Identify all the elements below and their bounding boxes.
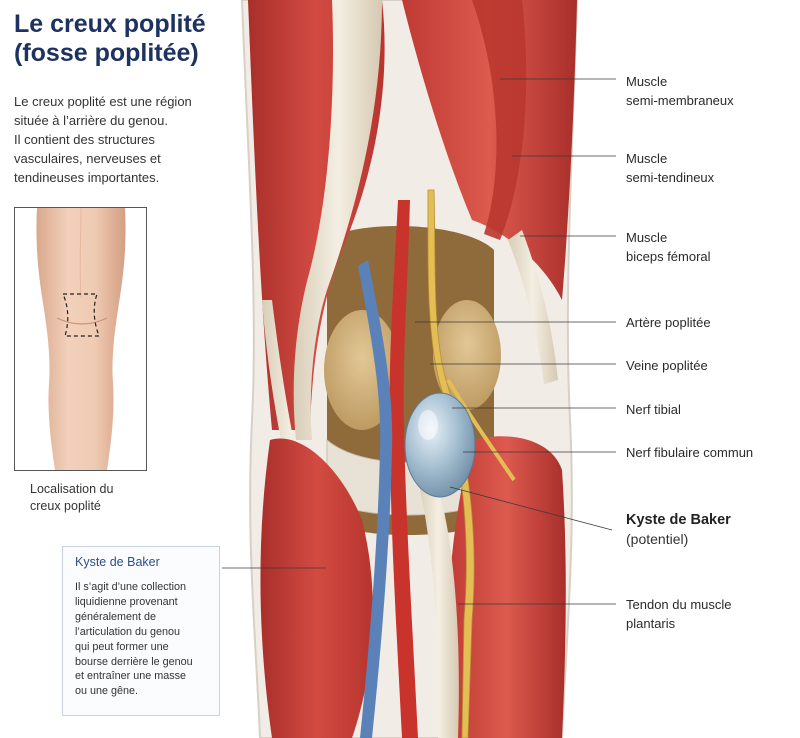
info-line: Il s’agit d’une collection xyxy=(75,581,187,593)
label-line: Muscle xyxy=(626,151,668,166)
label-line: biceps fémoral xyxy=(626,249,711,264)
info-line: généralement de xyxy=(75,610,157,623)
common-fibular-nerve xyxy=(446,378,516,482)
info-line: l’articulation du genou xyxy=(75,625,181,638)
caption-line: creux poplité xyxy=(30,499,101,513)
info-box-body: Il s’agit d’une collection liquidienne p… xyxy=(75,580,209,699)
leg-silhouette xyxy=(36,208,126,470)
intro-text: Le creux poplité est une région située à… xyxy=(14,92,229,187)
intro-line: tendineuses importantes. xyxy=(14,170,160,185)
label-veine-poplitee: Veine poplitée xyxy=(626,356,708,375)
gastrocnemius-medial-head xyxy=(260,438,373,738)
label-artere-poplitee: Artère poplitée xyxy=(626,313,711,332)
label-line: semi-tendineux xyxy=(626,170,715,185)
label-semi-tendineux: Muscle semi-tendineux xyxy=(626,149,714,187)
label-line: (potentiel) xyxy=(626,531,689,547)
label-line: Muscle xyxy=(626,230,668,245)
info-box-title: Kyste de Baker xyxy=(75,555,160,569)
knee-location-inset xyxy=(14,207,147,471)
info-line: et entraîner une masse xyxy=(75,670,187,683)
label-line: Kyste de Baker xyxy=(626,512,731,528)
caption-line: Localisation du xyxy=(30,482,114,496)
label-kyste-baker: Kyste de Baker (potentiel) xyxy=(626,511,731,549)
title-line-2: (fosse poplitée) xyxy=(14,39,199,67)
label-tendon-plantaris: Tendon du muscle plantaris xyxy=(626,595,732,633)
intro-line: Il contient des structures xyxy=(14,132,155,147)
label-line: semi-membraneux xyxy=(626,93,734,108)
popliteal-vein xyxy=(358,260,393,738)
popliteal-outline xyxy=(62,293,100,337)
label-line: Tendon du muscle xyxy=(626,597,732,612)
label-line: Veine poplitée xyxy=(626,358,708,373)
label-nerf-tibial: Nerf tibial xyxy=(626,400,681,419)
knee-crease xyxy=(56,317,108,325)
intro-line: située à l’arrière du genou. xyxy=(14,113,168,128)
thigh-line xyxy=(79,208,82,299)
plantaris-muscle xyxy=(418,470,459,738)
popliteal-fossa-illustration xyxy=(240,0,579,738)
title-line-1: Le creux poplité xyxy=(14,10,206,38)
semimembranosus-right-band xyxy=(472,0,527,240)
label-line: plantaris xyxy=(626,616,676,631)
cyst-highlight xyxy=(418,410,438,440)
baker-cyst xyxy=(404,392,476,498)
biceps-femoris-tendon xyxy=(508,230,558,384)
gracilis-tendon xyxy=(262,300,322,565)
label-line: Nerf tibial xyxy=(626,402,681,417)
inset-caption: Localisation du creux poplité xyxy=(30,481,170,515)
info-line: bourse derrière le genou xyxy=(75,655,193,668)
knee-back-illustration xyxy=(36,208,126,470)
label-line: Artère poplitée xyxy=(626,315,711,330)
label-line: Muscle xyxy=(626,74,668,89)
info-line: qui peut former une xyxy=(75,640,169,653)
intro-line: Le creux poplité est une région xyxy=(14,94,192,109)
label-semi-membraneux: Muscle semi-membraneux xyxy=(626,72,734,110)
label-nerf-fibulaire: Nerf fibulaire commun xyxy=(626,443,753,462)
info-line: ou une gêne. xyxy=(75,685,139,698)
info-line: liquidienne provenant xyxy=(75,595,178,608)
label-line: Nerf fibulaire commun xyxy=(626,445,754,460)
page-title: Le creux poplité (fosse poplitée) xyxy=(14,10,234,68)
baker-cyst-info-box: Kyste de Baker Il s’agit d’une collectio… xyxy=(62,546,220,716)
biceps-femoris-muscle xyxy=(402,0,577,300)
intro-line: vasculaires, nerveuses et xyxy=(14,151,161,166)
label-biceps-femoral: Muscle biceps fémoral xyxy=(626,228,711,266)
semitendinosus-tendon xyxy=(293,0,382,440)
popliteal-artery xyxy=(389,200,418,738)
